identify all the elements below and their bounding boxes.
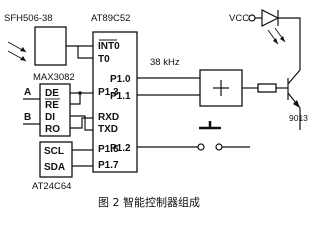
pin-p10: P1.0 [110, 74, 131, 85]
ir-driver: 9013 VCC [229, 9, 308, 130]
pin-rxd: RXD [98, 112, 119, 123]
pin-p13: P1.3 [98, 87, 119, 98]
button-contact-left [197, 143, 205, 151]
wire-di-txd [70, 115, 93, 131]
light-in-icon [7, 41, 27, 62]
pin-ro: RO [45, 124, 60, 135]
pin-p17: P1.7 [98, 160, 119, 171]
light-out-icon [267, 27, 286, 45]
pin-int0: INT0 [98, 41, 120, 52]
bus-b-label: B [24, 112, 31, 123]
transceiver-body [39, 83, 71, 137]
pin-p12: P1.2 [110, 143, 131, 154]
pin-p16: P1.6 [98, 144, 119, 155]
ir-led-icon [261, 9, 280, 27]
eeprom-body [39, 141, 73, 178]
pin-sda: SDA [44, 162, 65, 173]
plus-icon [213, 80, 229, 96]
pin-txd: TXD [98, 124, 118, 135]
transistor-label: 9013 [289, 113, 308, 123]
button-contact-right [215, 143, 223, 151]
eeprom: SCL SDA AT24C64 [32, 141, 93, 192]
pin-di: DI [45, 112, 55, 123]
circuit-schematic: SFH506-38 AT89C52 INT0 T0 P1.3 RXD TXD P… [4, 9, 308, 209]
mcu: AT89C52 INT0 T0 P1.3 RXD TXD P1.6 P1.7 P… [91, 13, 138, 173]
mcu-body [92, 31, 138, 173]
modulator: 38 kHz [137, 57, 288, 107]
wire-de-re-tie [70, 92, 81, 105]
transceiver-label: MAX3082 [33, 72, 75, 83]
transistor-collector [287, 69, 301, 85]
figure-caption: 图 2 智能控制器组成 [98, 195, 200, 209]
ir-receiver: SFH506-38 [4, 13, 96, 66]
pin-re: RE [45, 100, 59, 111]
emitter-arrow-icon [293, 100, 300, 108]
controller-diagram: SFH506-38 AT89C52 INT0 T0 P1.3 RXD TXD P… [4, 9, 308, 209]
mcu-label: AT89C52 [91, 13, 130, 24]
vcc-label: VCC [229, 13, 249, 24]
transceiver: MAX3082 DE RE DI RO A B [23, 72, 93, 137]
bus-a-label: A [24, 87, 31, 98]
sensor-label: SFH506-38 [4, 13, 53, 24]
wire-ro-rxd [70, 117, 93, 129]
sensor-body [34, 26, 67, 66]
pin-scl: SCL [44, 146, 64, 157]
wire-t0 [77, 46, 96, 59]
frequency-label: 38 kHz [150, 57, 180, 68]
pin-p11: P1.1 [110, 91, 131, 102]
vcc-terminal [248, 14, 256, 22]
eeprom-label: AT24C64 [32, 181, 71, 192]
wire-led-collector [278, 17, 301, 22]
push-button [137, 121, 250, 151]
base-resistor [257, 83, 277, 93]
pin-de: DE [45, 88, 59, 99]
pin-t0: T0 [98, 54, 110, 65]
